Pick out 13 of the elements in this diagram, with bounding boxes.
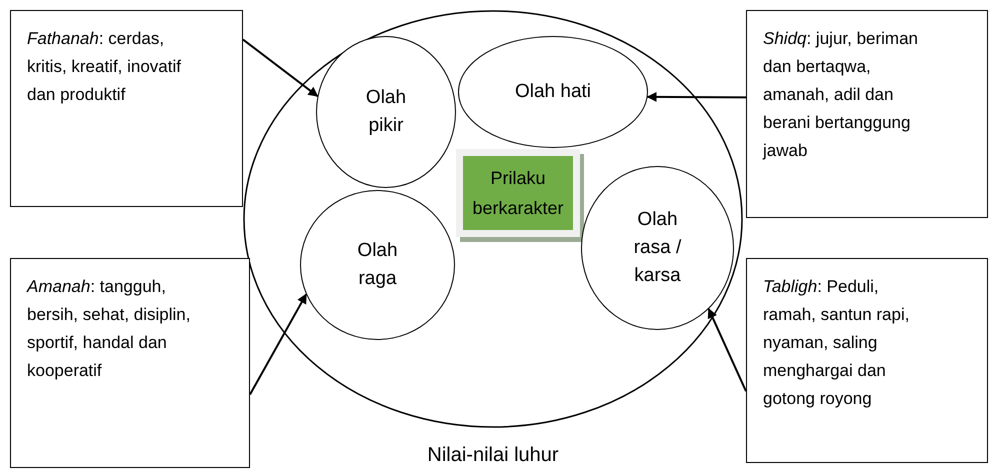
circle: Olah rasa / karsa	[581, 166, 734, 330]
arrow	[646, 92, 746, 102]
text-box: Amanah: tangguh, bersih, sehat, disiplin, sportif, handal dan kooperatif	[10, 258, 250, 468]
text-box: Shidq: jujur, beriman dan bertaqwa, amanah, adil dan berani bertanggung jawab	[746, 10, 988, 218]
text-box: Fathanah: cerdas, kritis, kreatif, inovatif dan produktif	[10, 10, 243, 207]
arrow	[708, 308, 747, 392]
arrow	[242, 38, 318, 97]
circle: Olah pikir	[316, 36, 456, 188]
ellipse-label: Nilai-nilai luhur	[427, 444, 559, 467]
arrow	[249, 293, 308, 395]
circle: Olah raga	[300, 190, 455, 340]
circle: Olah hati	[458, 36, 648, 148]
text-box: Tabligh: Peduli, ramah, santun rapi, nyaman, saling menghargai dan gotong royong	[746, 258, 988, 463]
